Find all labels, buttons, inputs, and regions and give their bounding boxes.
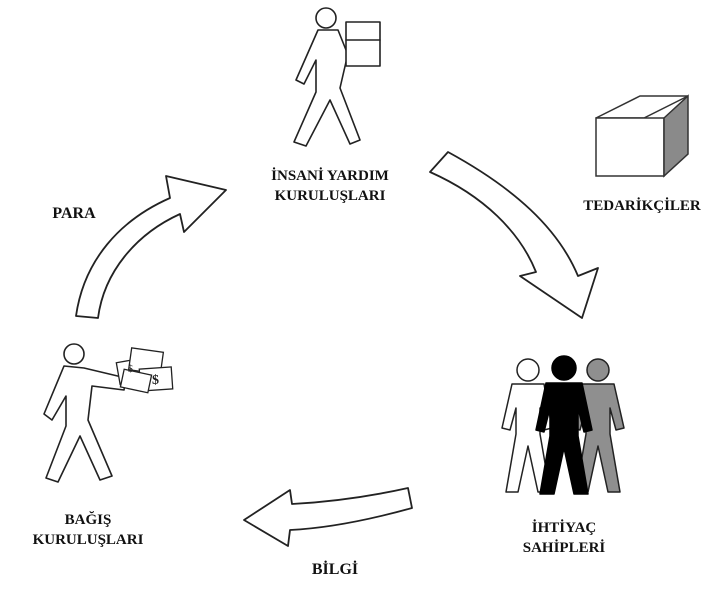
flow-label-para: PARA [52,205,96,222]
money-bills-icon: $ $ [115,347,174,394]
node-label-tedarikciler: TEDARİKÇİLER [583,198,701,214]
node-label-line: KURULUŞLARI [274,188,386,204]
node-label-line: İNSANİ YARDIM [271,168,389,184]
node-label-line: BAĞIŞ [64,512,112,528]
flow-label-bilgi: BİLGİ [311,561,359,578]
box-icon [595,94,689,178]
node-label-insani-yardim-kuruluslari: İNSANİ YARDIM KURULUŞLARI [250,166,410,206]
svg-text:$: $ [128,364,133,375]
node-label-line: SAHİPLERİ [522,540,606,556]
node-label-ihtiyac-sahipleri: İHTİYAÇ SAHİPLERİ [494,518,634,558]
curved-arrow-icon [243,487,413,547]
person-carrying-box-icon [293,7,381,147]
curved-arrow-icon [429,151,599,319]
node-label-bagis-kuruluslari: BAĞIŞ KURULUŞLARI [18,510,158,550]
person-carrying-money-icon [43,343,127,483]
svg-text:$: $ [152,373,159,388]
node-label-line: İHTİYAÇ [531,520,597,536]
people-group-icon [501,355,625,495]
node-label-line: KURULUŞLARI [32,532,144,548]
curved-arrow-icon [75,175,227,319]
